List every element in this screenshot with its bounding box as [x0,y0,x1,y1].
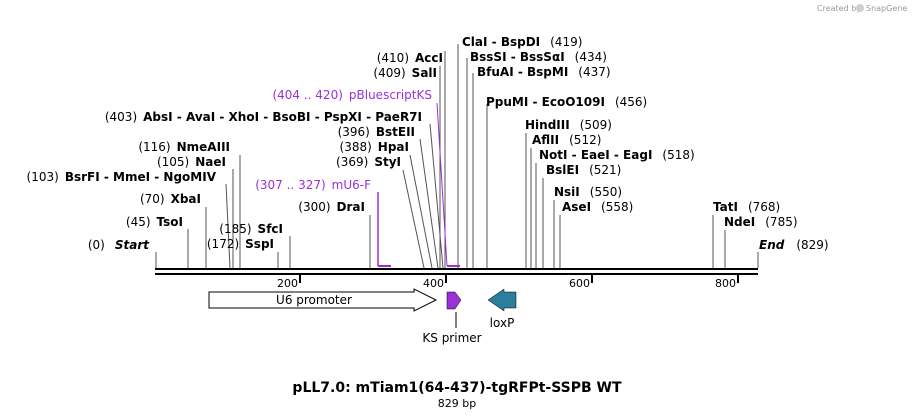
loxp-label: loxP [490,316,515,330]
primer-label-pbluescriptks: (404 .. 420)pBluescriptKS [272,88,432,102]
site-label-ppuMI: PpuMI - EcoO109I(456) [486,95,647,109]
site-label-sfcI: (185)SfcI [219,222,283,236]
start-label: (0)Start [88,238,150,252]
site-label-bsrFI: (103)BsrFI - MmeI - NgoMIV [27,170,217,184]
site-label-salI: (409)SalI [373,66,437,80]
site-label-naeI: (105)NaeI [157,155,226,169]
feature-u6-promoter: U6 promoter [208,288,438,312]
tick-label-400: 400 [423,277,444,290]
feature-ks-primer: KS primer [422,291,482,345]
site-label-ndeI: NdeI(785) [724,215,798,229]
backbone-bottom-strand [155,273,758,275]
backbone-top-strand [155,268,758,270]
site-label-nmeAIII: (116)NmeAIII [138,140,230,154]
site-line-hpaI [409,154,433,269]
u6-promoter-label: U6 promoter [276,293,352,307]
site-label-claI: ClaI - BspDI(419) [462,35,582,49]
end-label: End(829) [759,238,829,252]
snapgene-logo: SnapGene [856,4,907,13]
map-title: pLL7.0: mTiam1(64-437)-tgRFPt-SSPB WT [292,380,622,396]
credit-text: Created by [817,4,861,13]
site-label-bfuAI: BfuAI - BspMI(437) [477,65,611,79]
site-label-nsiI: NsiI(550) [554,185,622,199]
site-line-bsrFI [225,183,231,269]
site-line-styI [402,169,425,269]
site-label-sspI: (172)SspI [207,237,274,251]
site-label-accI: (410)AccI [377,51,443,65]
primer-mu6f-marker [377,192,391,267]
site-label-hpaI: (388)HpaI [340,140,409,154]
feature-loxp: loxP [487,288,517,330]
snapgene-logo-icon [856,4,864,12]
site-label-bslEI: BslEI(521) [546,163,621,177]
site-line-absI [429,123,444,269]
site-label-tatI: TatI(768) [713,200,780,214]
site-line-bstEII [419,138,439,269]
site-label-absI: (403)AbsI - AvaI - XhoI - BsoBI - PspXI … [105,110,422,124]
site-label-notI: NotI - EaeI - EagI(518) [539,148,695,162]
site-lines [155,44,759,269]
ruler: 200 400 600 800 [277,275,739,290]
primer-pbluescriptks-marker [436,102,460,267]
tick-label-200: 200 [277,277,298,290]
tick-label-800: 800 [715,277,736,290]
site-label-xbaI: (70)XbaI [140,192,201,206]
site-label-draI: (300)DraI [298,200,365,214]
u6-promoter-arrow [208,288,438,312]
site-label-bssSI: BssSI - BssSαI(434) [470,50,607,64]
site-label-aseI: AseI(558) [562,200,633,214]
primer-label-mu6f: (307 .. 327)mU6-F [255,178,371,192]
map-subtitle: 829 bp [438,397,476,410]
site-label-tsoI: (45)TsoI [126,215,183,229]
snapgene-brand: SnapGene [866,4,907,13]
site-label-aflII: AflII(512) [532,133,601,147]
site-label-styI: (369)StyI [336,155,401,169]
ks-primer-label: KS primer [422,331,481,345]
loxp-arrow [487,288,517,312]
tick-label-600: 600 [569,277,590,290]
ks-primer-arrow [446,291,462,310]
site-label-hindIII: HindIII(509) [525,118,612,132]
site-label-bstEII: (396)BstEII [338,125,415,139]
backbone [155,268,758,275]
